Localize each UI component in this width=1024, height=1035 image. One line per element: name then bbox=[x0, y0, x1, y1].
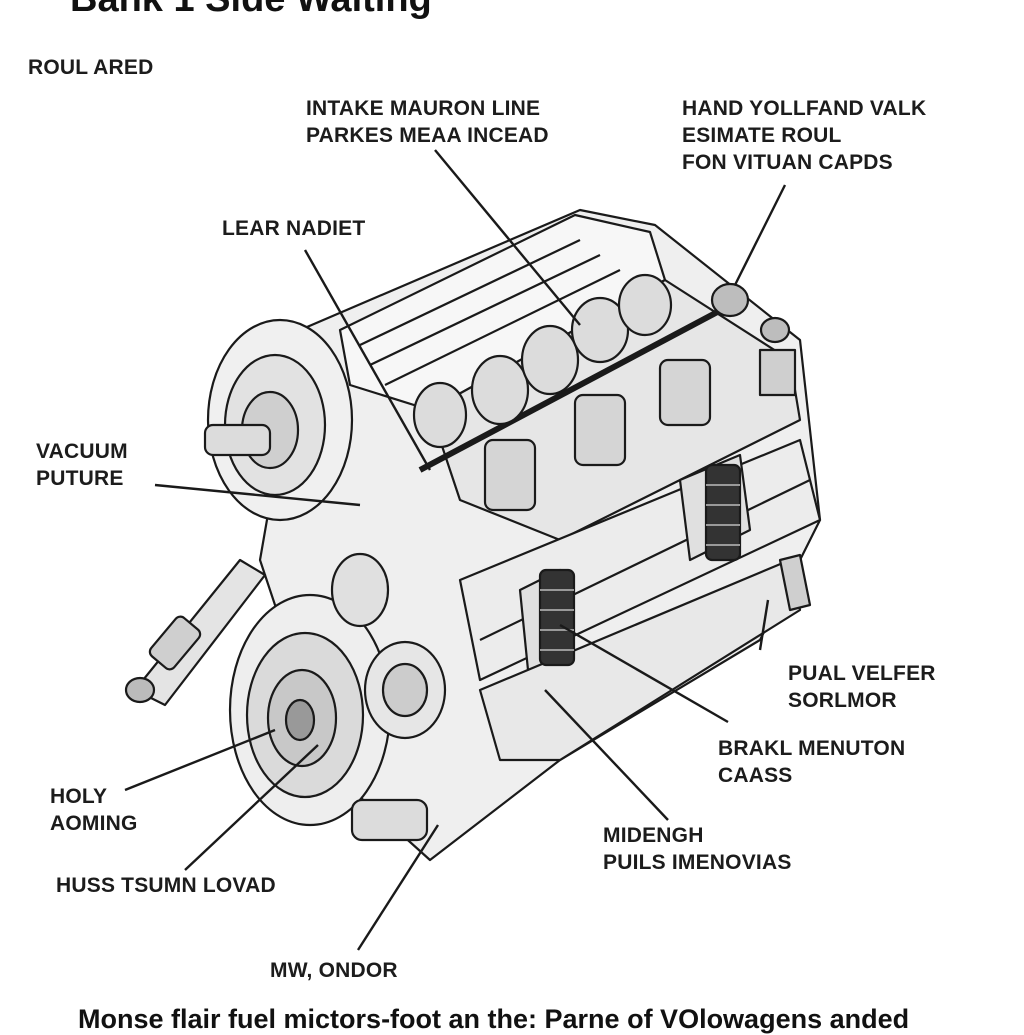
label-line: PARKES MEAA INCEAD bbox=[306, 124, 549, 147]
label-line: HAND YOLLFAND VALK bbox=[682, 97, 927, 120]
label-line: CAASS bbox=[718, 764, 793, 787]
label-line: SORLMOR bbox=[788, 689, 897, 712]
label-line: VACUUM bbox=[36, 440, 128, 463]
label-line: PUILS IMENOVIAS bbox=[603, 851, 792, 874]
label-line: PUAL VELFER bbox=[788, 662, 936, 685]
label-line: PUTURE bbox=[36, 467, 124, 490]
label-mw: MW, ONDOR bbox=[270, 957, 398, 984]
label-midengh: MIDENGH PUILS IMENOVIAS bbox=[603, 822, 792, 876]
diagram-caption: Monse flair fuel mictors-foot an the: Pa… bbox=[78, 1004, 910, 1034]
label-line: BRAKL MENUTON bbox=[718, 737, 906, 760]
leader-lines bbox=[124, 149, 787, 951]
label-line: HUSS TSUMN LOVAD bbox=[56, 874, 276, 897]
label-line: MIDENGH bbox=[603, 824, 704, 847]
label-vacuum: VACUUM PUTURE bbox=[36, 438, 128, 492]
label-roul-ared: ROUL ARED bbox=[28, 54, 153, 81]
label-brakl: BRAKL MENUTON CAASS bbox=[718, 735, 905, 789]
label-line: ROUL ARED bbox=[28, 56, 154, 79]
label-line: HOLY bbox=[50, 785, 108, 808]
label-line: MW, ONDOR bbox=[270, 959, 398, 982]
label-hand: HAND YOLLFAND VALK ESIMATE ROUL FON VITU… bbox=[682, 95, 926, 176]
label-holy: HOLY AOMING bbox=[50, 783, 138, 837]
diagram-title: Bank 1 Side Waiting bbox=[70, 0, 432, 21]
label-line: ESIMATE ROUL bbox=[682, 124, 842, 147]
label-pual: PUAL VELFER SORLMOR bbox=[788, 660, 936, 714]
label-line: INTAKE MAURON LINE bbox=[306, 97, 541, 120]
camshaft bbox=[418, 297, 742, 473]
label-line: FON VITUAN CAPDS bbox=[682, 151, 893, 174]
label-line: AOMING bbox=[50, 812, 138, 835]
label-lear: LEAR NADIET bbox=[222, 215, 365, 242]
label-line: LEAR NADIET bbox=[222, 217, 366, 240]
label-intake: INTAKE MAURON LINE PARKES MEAA INCEAD bbox=[306, 95, 549, 149]
label-huss: HUSS TSUMN LOVAD bbox=[56, 872, 276, 899]
oil-pan bbox=[478, 558, 802, 762]
